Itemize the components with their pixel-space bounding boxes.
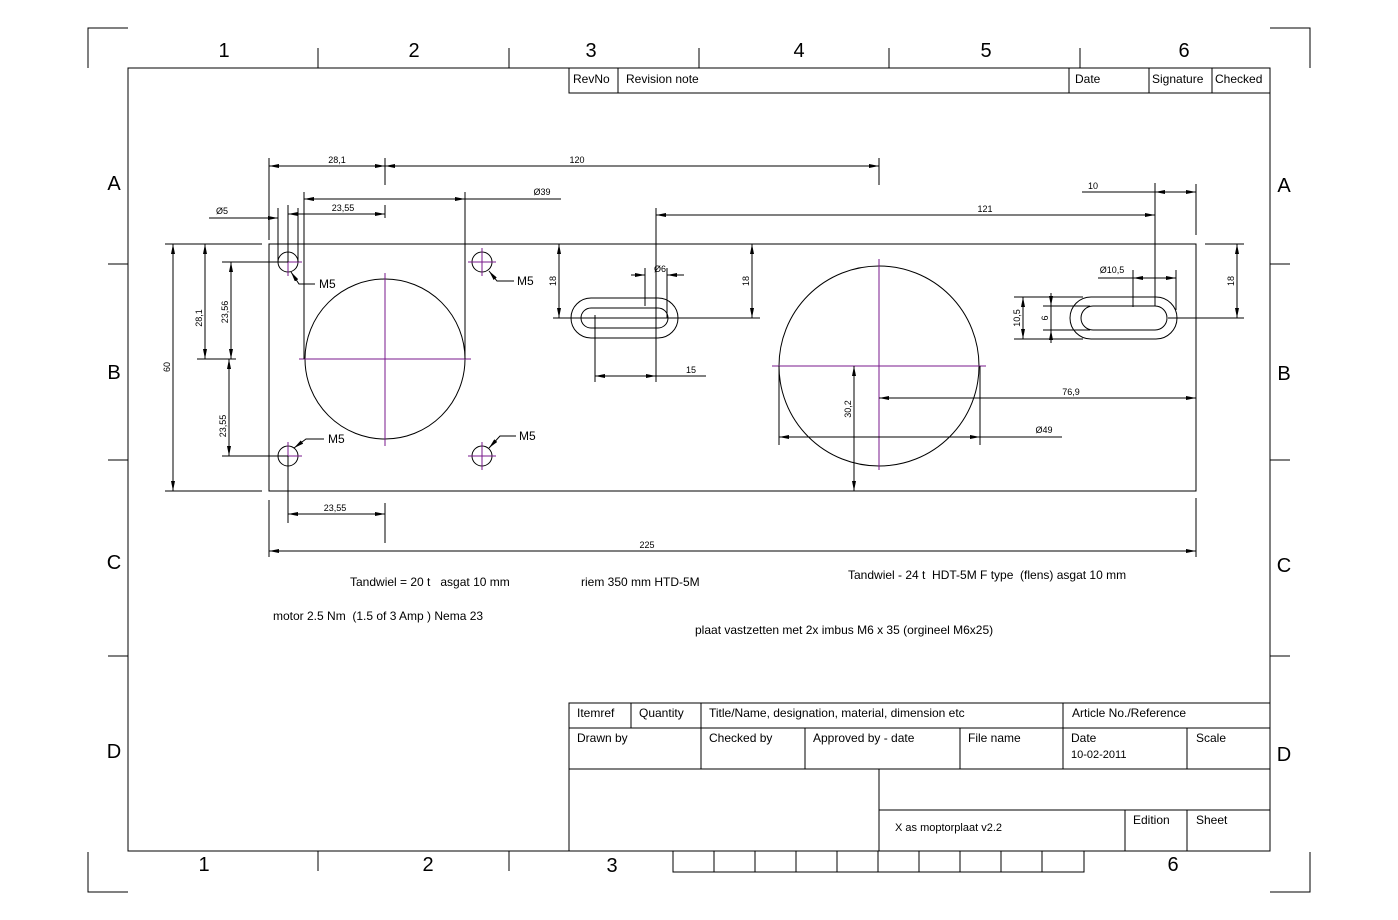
zone-bottom-1: 1 xyxy=(198,854,209,876)
dim-label: 15 xyxy=(686,365,696,375)
dim-label: 10 xyxy=(1088,181,1098,191)
dimension-lines xyxy=(171,164,1239,553)
plate-outline xyxy=(268,243,1197,492)
slot-right xyxy=(1069,296,1178,340)
note-mounting: plaat vastzetten met 2x imbus M6 x 35 (o… xyxy=(695,623,993,637)
dim-label: Ø6 xyxy=(654,264,666,274)
dim-label: 28,1 xyxy=(194,309,204,327)
zone-top-4: 4 xyxy=(793,40,804,62)
dim-label: 76,9 xyxy=(1062,387,1080,397)
zone-top-1: 1 xyxy=(218,40,229,62)
dim-label: 121 xyxy=(977,204,992,214)
revision-note-header: Revision note xyxy=(626,72,699,86)
dim-label: 18 xyxy=(548,276,558,286)
revno-header: RevNo xyxy=(573,72,610,86)
extension-lines xyxy=(165,158,1244,557)
dim-label: Ø49 xyxy=(1035,425,1052,435)
zone-top-2: 2 xyxy=(408,40,419,62)
scale-label: Scale xyxy=(1196,731,1226,745)
bottom-grid-boxes xyxy=(672,850,1085,873)
dim-label: 23,55 xyxy=(218,415,228,438)
title-block: Itemref Quantity Title/Name, designation… xyxy=(568,702,1271,852)
date-label: Date xyxy=(1071,731,1097,745)
dim-label: 120 xyxy=(569,155,584,165)
hole-label: M5 xyxy=(328,432,345,446)
zone-left-d: D xyxy=(107,741,121,763)
notes: Tandwiel = 20 t asgat 10 mm riem 350 mm … xyxy=(273,568,1126,637)
zone-bottom-2: 2 xyxy=(422,854,433,876)
dim-label: Ø10,5 xyxy=(1100,265,1125,275)
dim-label: Ø5 xyxy=(216,206,228,216)
dim-label: 225 xyxy=(639,540,654,550)
zone-left-c: C xyxy=(107,552,121,574)
note-large-pulley: Tandwiel - 24 t HDT-5M F type (flens) as… xyxy=(848,568,1126,582)
zone-top-3: 3 xyxy=(585,40,596,62)
dim-label: 30,2 xyxy=(843,400,853,418)
file-name-label: File name xyxy=(968,731,1021,745)
zone-right-a: A xyxy=(1277,175,1291,197)
note-small-pulley: Tandwiel = 20 t asgat 10 mm xyxy=(350,575,510,589)
hole-label: M5 xyxy=(319,277,336,291)
sheet-frame xyxy=(87,27,1311,893)
motor-plate xyxy=(268,243,1197,492)
checked-by-label: Checked by xyxy=(709,731,772,745)
sheet-label: Sheet xyxy=(1196,813,1228,827)
zone-right-d: D xyxy=(1277,744,1291,766)
dim-label: 18 xyxy=(741,276,751,286)
date-value: 10-02-2011 xyxy=(1071,749,1126,761)
hole-label: M5 xyxy=(519,429,536,443)
dim-label: 23,56 xyxy=(220,301,230,324)
zone-right-b: B xyxy=(1277,363,1290,385)
date-header: Date xyxy=(1075,72,1101,86)
quantity-label: Quantity xyxy=(639,706,684,720)
title-name-label: Title/Name, designation, material, dimen… xyxy=(709,706,965,720)
zone-right-c: C xyxy=(1277,555,1291,577)
dimension-labels: 28,1 120 Ø39 Ø5 23,55 121 10 Ø6 18 18 15… xyxy=(162,155,1236,550)
dim-label: 23,55 xyxy=(332,203,355,213)
revision-table: RevNo Revision note Date Signature Check… xyxy=(568,67,1271,94)
itemref-label: Itemref xyxy=(577,706,615,720)
article-label: Article No./Reference xyxy=(1072,706,1186,720)
zone-left-a: A xyxy=(107,173,121,195)
drawn-by-label: Drawn by xyxy=(577,731,628,745)
note-belt: riem 350 mm HTD-5M xyxy=(581,575,700,589)
drawing-title: X as moptorplaat v2.2 xyxy=(895,822,1002,834)
dim-label: 28,1 xyxy=(328,155,346,165)
note-motor: motor 2.5 Nm (1.5 of 3 Amp ) Nema 23 xyxy=(273,609,483,623)
pulley-centerline xyxy=(772,259,986,470)
approved-by-label: Approved by - date xyxy=(813,731,915,745)
dim-label: 18 xyxy=(1226,276,1236,286)
zone-left-b: B xyxy=(107,362,120,384)
zone-top-6: 6 xyxy=(1178,40,1189,62)
dim-label: 23,55 xyxy=(324,503,347,513)
edition-label: Edition xyxy=(1133,813,1170,827)
hole-label: M5 xyxy=(517,274,534,288)
dim-label: 6 xyxy=(1040,315,1050,320)
zone-bottom-3: 3 xyxy=(606,855,617,877)
zone-bottom-6: 6 xyxy=(1167,854,1178,876)
dim-label: 60 xyxy=(162,362,172,372)
motor-centerline xyxy=(299,273,471,446)
checked-header: Checked xyxy=(1215,72,1262,86)
dim-label: Ø39 xyxy=(533,187,550,197)
zone-top-5: 5 xyxy=(980,40,991,62)
signature-header: Signature xyxy=(1152,72,1204,86)
dim-label: 10,5 xyxy=(1012,309,1022,327)
zone-labels: 1 2 3 4 5 6 1 2 3 6 A B C D A B C D xyxy=(107,40,1292,877)
